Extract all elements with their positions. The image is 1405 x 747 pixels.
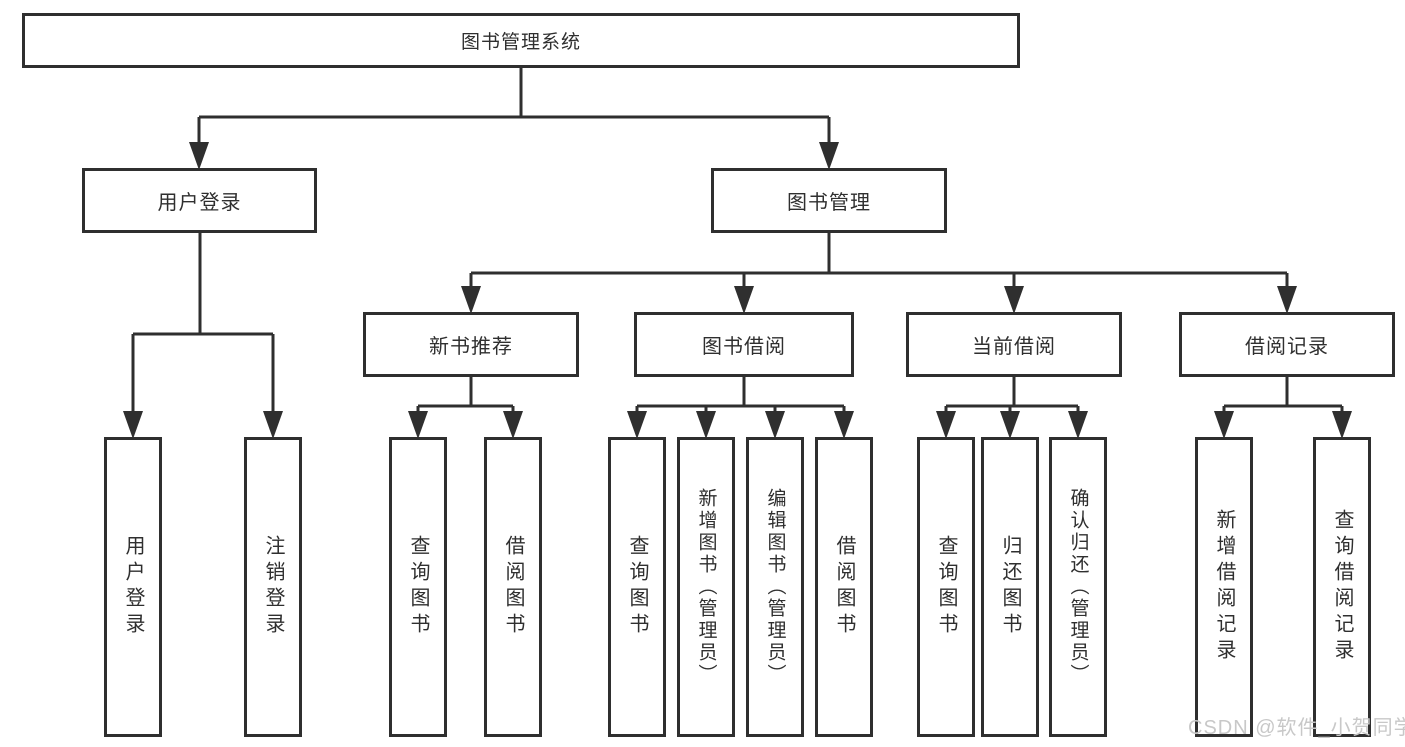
- node-book-management-label: 图书管理: [787, 192, 871, 214]
- node-user-login: 用户登录: [82, 168, 317, 233]
- leaf-query-book-3-label: 查询图书: [935, 535, 957, 639]
- leaf-user-login: 用户登录: [104, 437, 162, 737]
- leaf-query-book-1: 查询图书: [389, 437, 447, 737]
- arrowheads: [123, 142, 1352, 439]
- leaf-edit-book: 编辑图书（管理员）: [746, 437, 804, 737]
- node-current-borrow: 当前借阅: [906, 312, 1122, 377]
- node-root: 图书管理系统: [22, 13, 1020, 68]
- leaf-return-book: 归还图书: [981, 437, 1039, 737]
- node-user-login-label: 用户登录: [157, 192, 242, 214]
- leaf-query-book-3: 查询图书: [917, 437, 975, 737]
- node-new-book-recommend-label: 新书推荐: [429, 336, 513, 358]
- node-borrow-records: 借阅记录: [1179, 312, 1395, 377]
- leaf-query-borrow-record: 查询借阅记录: [1313, 437, 1371, 737]
- node-book-management: 图书管理: [711, 168, 947, 233]
- leaf-query-book-2-label: 查询图书: [626, 535, 648, 639]
- leaf-query-book-2: 查询图书: [608, 437, 666, 737]
- leaf-query-borrow-record-label: 查询借阅记录: [1331, 509, 1353, 665]
- leaf-edit-book-label: 编辑图书（管理员）: [764, 488, 786, 686]
- leaf-add-book-label: 新增图书（管理员）: [695, 488, 717, 686]
- leaf-borrow-book-2-label: 借阅图书: [833, 535, 855, 639]
- leaf-confirm-return-label: 确认归还（管理员）: [1067, 488, 1089, 686]
- watermark-text: CSDN @软件_小贺同学: [1188, 717, 1405, 739]
- leaf-add-borrow-record: 新增借阅记录: [1195, 437, 1253, 737]
- leaf-query-book-1-label: 查询图书: [407, 535, 429, 639]
- leaf-add-book: 新增图书（管理员）: [677, 437, 735, 737]
- leaf-logout: 注销登录: [244, 437, 302, 737]
- node-book-borrow: 图书借阅: [634, 312, 854, 377]
- node-borrow-records-label: 借阅记录: [1245, 336, 1329, 358]
- leaf-add-borrow-record-label: 新增借阅记录: [1213, 509, 1235, 665]
- node-current-borrow-label: 当前借阅: [972, 336, 1056, 358]
- node-book-borrow-label: 图书借阅: [702, 336, 786, 358]
- leaf-borrow-book-1: 借阅图书: [484, 437, 542, 737]
- node-root-label: 图书管理系统: [460, 32, 581, 53]
- leaf-logout-label: 注销登录: [262, 535, 284, 639]
- leaf-user-login-label: 用户登录: [122, 535, 144, 639]
- node-new-book-recommend: 新书推荐: [363, 312, 579, 377]
- leaf-return-book-label: 归还图书: [999, 535, 1021, 639]
- leaf-confirm-return: 确认归还（管理员）: [1049, 437, 1107, 737]
- leaf-borrow-book-2: 借阅图书: [815, 437, 873, 737]
- leaf-borrow-book-1-label: 借阅图书: [502, 535, 524, 639]
